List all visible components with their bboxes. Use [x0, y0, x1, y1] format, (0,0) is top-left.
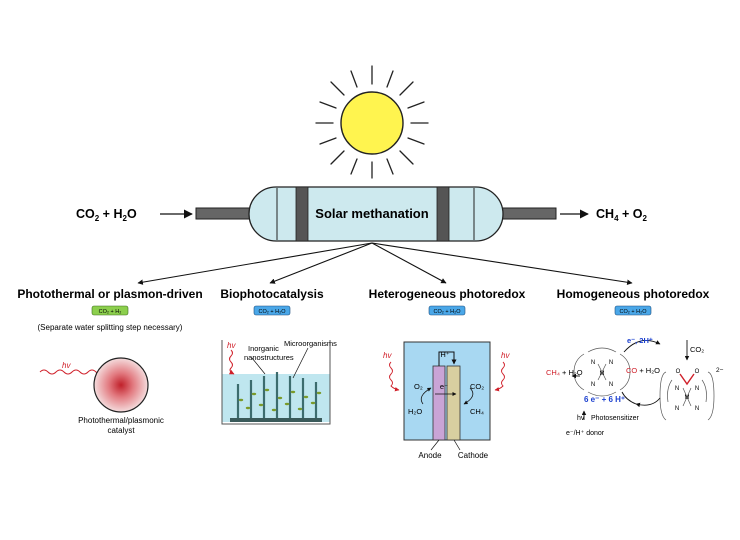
reactor-input-label: CO2 + H2O	[76, 207, 137, 223]
right-n-bottom-right: N	[695, 406, 699, 412]
hetero-anode-label: Anode	[418, 451, 442, 460]
category-title-homo: Homogeneous photoredox	[557, 287, 710, 301]
bio-micro-label: Microorganisms	[284, 339, 337, 348]
hetero-co2: CO₂	[470, 382, 484, 391]
homo-co2: CO₂	[690, 345, 704, 354]
photothermal-panel	[39, 357, 149, 413]
right-n-top-right: N	[695, 386, 699, 392]
photothermal-catalyst-label-1: Photothermal/plasmonic	[78, 416, 164, 425]
badge-homo-text: CO₂ + H₂O	[619, 309, 647, 315]
bio-panel	[221, 340, 331, 425]
right-metal-complex	[659, 371, 715, 421]
hetero-hv-right: hv	[501, 351, 510, 360]
photothermal-hv: hv	[62, 361, 71, 370]
branch-arrows	[137, 242, 633, 285]
reactor-label: Solar methanation	[315, 206, 428, 221]
hetero-panel	[389, 341, 505, 451]
bio-nano-label-1: Inorganic	[248, 344, 279, 353]
homo-photosensitizer: Photosensitizer	[591, 415, 640, 422]
hetero-h2o: H₂O	[408, 407, 422, 416]
bio-hv: hv	[227, 341, 236, 350]
hetero-h-plus: H⁺	[440, 350, 449, 359]
sun-icon	[315, 65, 429, 179]
homo-ch4-label: CH₄ + H₂O	[546, 368, 583, 377]
badge-hetero	[428, 305, 466, 316]
badge-bio-text: CO₂ + H₂O	[258, 309, 286, 315]
right-o-right: O	[695, 369, 700, 375]
left-n-bottom-right: N	[609, 382, 613, 388]
right-n-bottom-left: N	[675, 406, 679, 412]
homo-panel	[571, 339, 715, 421]
hetero-hv-left: hv	[383, 351, 392, 360]
bio-nano-label-2: nanostructures	[244, 353, 294, 362]
homo-donor: e⁻/H⁺ donor	[566, 430, 605, 437]
right-o-left: O	[676, 369, 681, 375]
photothermal-catalyst-label-2: catalyst	[107, 426, 135, 435]
left-n-bottom-left: N	[591, 382, 595, 388]
category-title-hetero: Heterogeneous photoredox	[369, 287, 526, 301]
badge-photothermal	[91, 305, 129, 316]
photothermal-note: (Separate water splitting step necessary…	[38, 323, 183, 332]
badge-photothermal-text: CO₂ + H₂	[99, 309, 122, 315]
left-metal-complex	[573, 347, 631, 397]
homo-co-label: CO + H₂O	[626, 366, 660, 375]
category-title-bio: Biophotocatalysis	[220, 287, 324, 301]
badge-bio	[253, 305, 291, 316]
hetero-cathode-label: Cathode	[458, 451, 489, 460]
homo-six-electrons: 6 e⁻ + 6 H⁺	[584, 395, 625, 404]
plasmonic-catalyst-particle	[93, 357, 149, 413]
reactor	[195, 186, 557, 242]
left-n-top-left: N	[591, 360, 595, 366]
homo-e2h: e⁻, 2H⁺	[627, 336, 653, 345]
badge-homo	[614, 305, 652, 316]
reactor-output-label: CH4 + O2	[596, 207, 647, 223]
right-n-top-left: N	[675, 386, 679, 392]
right-metal: M	[685, 395, 690, 401]
badge-hetero-text: CO₂ + H₂O	[433, 309, 461, 315]
hetero-e-minus: e⁻	[440, 382, 448, 391]
hetero-o2: O₂	[414, 382, 423, 391]
left-n-top-right: N	[609, 360, 613, 366]
category-title-photothermal: Photothermal or plasmon-driven	[17, 287, 202, 301]
homo-charge: 2−	[716, 367, 724, 374]
homo-hv: hv	[577, 415, 585, 422]
left-metal: M	[600, 371, 605, 377]
hetero-ch4: CH₄	[470, 407, 484, 416]
